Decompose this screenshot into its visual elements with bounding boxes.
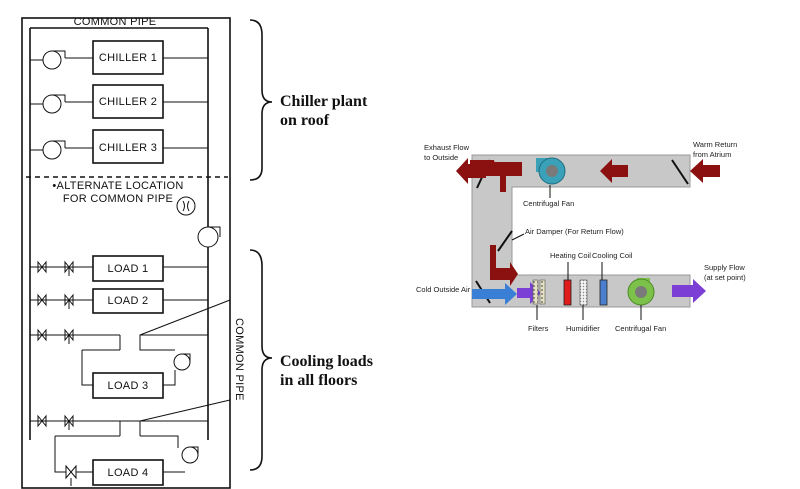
valve-icon — [64, 328, 74, 342]
warm-return-label-1: Warm Return — [693, 140, 737, 149]
exhaust-flow-label-2: to Outside — [424, 153, 458, 162]
chiller-plant-label-2: on roof — [280, 112, 330, 129]
alternate-location-label-1: •ALTERNATE LOCATION — [52, 180, 183, 192]
schematic-frame — [21, 17, 231, 489]
load-label: LOAD 4 — [108, 467, 149, 479]
return-air-damper — [497, 230, 513, 252]
warm-return-arrow — [690, 159, 720, 183]
load-2: LOAD 2 — [30, 288, 208, 314]
valve-icon — [64, 260, 74, 274]
air-damper-label: Air Damper (For Return Flow) — [525, 227, 624, 236]
load-4: LOAD 4 — [30, 414, 208, 486]
common-pipe-top-label: COMMON PIPE — [74, 16, 157, 28]
secondary-pump-icon — [197, 226, 219, 248]
chiller-2: CHILLER 2 — [30, 84, 208, 119]
chilled-water-schematic: COMMON PIPE CHILLER 1 CHILLER 2 — [21, 16, 245, 489]
pump-icon — [181, 446, 199, 464]
cold-outside-air-label: Cold Outside Air — [416, 285, 471, 294]
humidifier-label: Humidifier — [566, 324, 600, 333]
valve-icon — [37, 293, 47, 307]
air-handling-unit: Exhaust Flow to Outside Warm Return from… — [416, 140, 746, 333]
valve-icon — [37, 328, 47, 342]
pump-icon — [173, 353, 191, 371]
load-label: LOAD 1 — [108, 263, 149, 275]
fan-hub-icon — [635, 286, 647, 298]
chiller-1: CHILLER 1 — [30, 40, 208, 75]
cooling-coil-icon — [599, 279, 608, 306]
load-box — [92, 372, 164, 399]
centrifugal-fan-top-label: Centrifugal Fan — [523, 199, 574, 208]
alternate-location-label-2: FOR COMMON PIPE — [63, 193, 173, 205]
chiller-plant-label-1: Chiller plant — [280, 93, 368, 110]
return-flow-arrow — [600, 159, 628, 183]
chiller-label: CHILLER 1 — [99, 52, 157, 64]
chiller-3: CHILLER 3 — [30, 129, 208, 164]
pump-icon — [42, 94, 62, 114]
cooling-loads-label-2: in all floors — [280, 372, 357, 389]
fan-hub-icon — [546, 165, 558, 177]
return-centrifugal-fan — [536, 157, 566, 185]
brace-chillers — [249, 19, 273, 181]
cold-outside-air-arrow — [472, 283, 517, 305]
centrifugal-fan-bottom-label: Centrifugal Fan — [615, 324, 666, 333]
mix-return-arrow — [490, 245, 518, 286]
valve-icon — [64, 293, 74, 307]
warm-return-label-2: from Atrium — [693, 150, 731, 159]
supply-flow-label-2: (at set point) — [704, 273, 746, 282]
annotation-braces: Chiller plant on roof Cooling loads in a… — [249, 19, 373, 471]
filter-icon — [539, 279, 546, 305]
common-pipe-leader — [139, 399, 231, 422]
valve-icon — [37, 414, 47, 428]
valve-icon — [37, 260, 47, 274]
flow-meter-icon — [176, 196, 196, 216]
filter-icon — [532, 279, 539, 305]
load-box — [92, 288, 164, 314]
heating-coil-icon — [563, 279, 572, 306]
exhaust-flow-label-1: Exhaust Flow — [424, 143, 470, 152]
load-1: LOAD 1 — [30, 255, 208, 282]
load-3: LOAD 3 — [30, 328, 208, 399]
supply-centrifugal-fan — [627, 278, 655, 306]
load-label: LOAD 2 — [108, 295, 149, 307]
chiller-label: CHILLER 2 — [99, 96, 157, 108]
cooling-loads-label-1: Cooling loads — [280, 353, 373, 370]
supply-flow-label-1: Supply Flow — [704, 263, 745, 272]
return-inlet-damper — [671, 159, 689, 185]
pump-icon — [42, 50, 62, 70]
exhaust-flow-arrow — [456, 158, 486, 184]
common-pipe-leader — [139, 299, 231, 336]
pump-icon — [42, 140, 62, 160]
three-way-valve-icon — [65, 464, 77, 480]
brace-loads — [249, 249, 273, 471]
cooling-coil-label: Cooling Coil — [592, 251, 633, 260]
load-box — [92, 255, 164, 282]
chiller-box — [92, 129, 164, 164]
valve-icon — [64, 414, 74, 428]
filters-label: Filters — [528, 324, 549, 333]
humidifier-icon — [579, 279, 588, 306]
heating-coil-label: Heating Coil — [550, 251, 591, 260]
chiller-label: CHILLER 3 — [99, 142, 157, 154]
supply-flow-arrow — [672, 279, 706, 303]
load-label: LOAD 3 — [108, 380, 149, 392]
common-pipe-vertical-label: COMMON PIPE — [233, 318, 245, 401]
